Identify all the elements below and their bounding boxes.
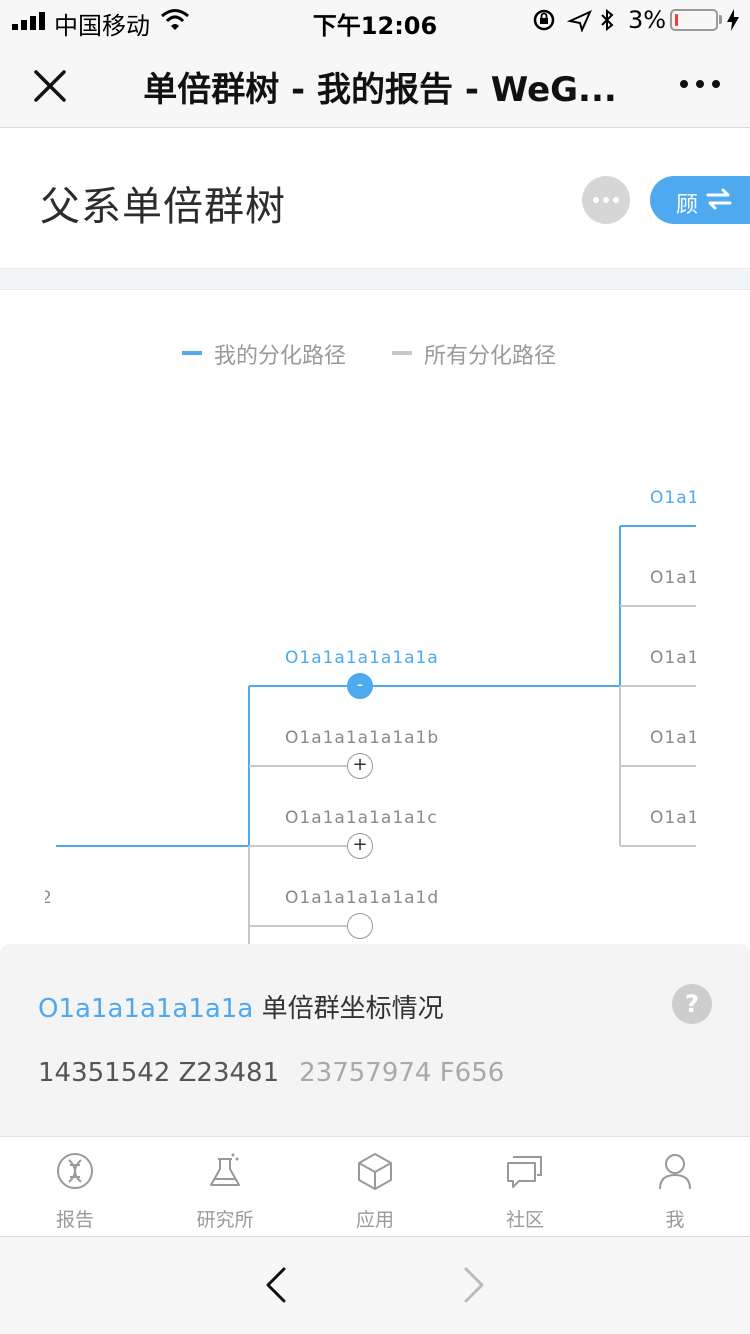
swap-arrows-icon bbox=[706, 188, 732, 210]
status-icons bbox=[533, 8, 614, 32]
page-title: 父系单倍群树 bbox=[40, 184, 286, 230]
tree-lines bbox=[56, 525, 700, 944]
advisor-label: 顾 bbox=[676, 193, 699, 218]
info-title-suffix: 单倍群坐标情况 bbox=[261, 994, 444, 1024]
battery-percent: 3% bbox=[628, 6, 667, 34]
browser-toolbar bbox=[0, 1236, 750, 1334]
dot bbox=[593, 197, 599, 203]
clock: 下午12:06 bbox=[312, 12, 438, 40]
tree-node-label-fragment: 2 bbox=[45, 888, 53, 908]
signal-icon bbox=[12, 12, 45, 30]
haplogroup-info-panel: O1a1a1a1a1a1a 单倍群坐标情况 ? 14351542 Z23481 2… bbox=[0, 944, 750, 1136]
dot bbox=[613, 197, 619, 203]
tree-child-label[interactable]: O1a1 bbox=[650, 488, 700, 508]
page-title-bar: 单倍群树 - 我的报告 - WeG... bbox=[143, 70, 617, 110]
tree-child-label[interactable]: O1a1 bbox=[650, 728, 700, 748]
bluetooth-icon bbox=[601, 8, 614, 32]
tree-node-label[interactable]: O1a1a1a1a1a1b bbox=[285, 728, 440, 748]
advisor-toggle-button[interactable]: 顾 bbox=[650, 176, 750, 224]
more-icon[interactable] bbox=[676, 70, 724, 98]
coordinates: 14351542 Z23481 23757974 F656 bbox=[38, 1058, 504, 1088]
coordinate-secondary: 23757974 F656 bbox=[299, 1058, 505, 1088]
close-icon[interactable] bbox=[28, 64, 72, 108]
wifi-icon bbox=[161, 9, 189, 30]
tree-child-label[interactable]: O1a1 bbox=[650, 808, 700, 828]
tab-report[interactable]: 报告 bbox=[0, 1137, 150, 1237]
collapse-button[interactable]: - bbox=[347, 673, 373, 699]
legend-swatch-all bbox=[392, 351, 412, 355]
legend-swatch-mine bbox=[182, 351, 202, 355]
leaf-node-marker[interactable] bbox=[347, 913, 373, 939]
haplogroup-tree[interactable]: 2 O1a1a1a1a1a1a - O1a1a1a1a1a1b + O1a1a1… bbox=[0, 290, 750, 944]
haplogroup-code[interactable]: O1a1a1a1a1a1a bbox=[38, 994, 254, 1024]
tree-node-label[interactable]: O1a1a1a1a1a1d bbox=[285, 888, 440, 908]
info-title: O1a1a1a1a1a1a 单倍群坐标情况 bbox=[38, 988, 444, 1025]
tab-apps[interactable]: 应用 bbox=[300, 1137, 450, 1237]
help-button[interactable]: ? bbox=[672, 984, 712, 1024]
tab-institute[interactable]: 研究所 bbox=[150, 1137, 300, 1237]
options-button[interactable] bbox=[582, 176, 630, 224]
flask-icon bbox=[210, 1153, 240, 1186]
person-icon bbox=[659, 1154, 691, 1190]
tree-clip-edge bbox=[696, 290, 750, 944]
status-bar: 中国移动 下午12:06 3% bbox=[0, 0, 750, 40]
legend-label-mine: 我的分化路径 bbox=[214, 344, 347, 369]
location-icon bbox=[566, 10, 592, 32]
tab-label: 报告 bbox=[55, 1209, 94, 1231]
tab-label: 社区 bbox=[505, 1209, 544, 1231]
dot bbox=[603, 197, 609, 203]
tab-me[interactable]: 我 bbox=[600, 1137, 750, 1237]
chevron-right-icon[interactable] bbox=[452, 1265, 492, 1305]
coordinate-primary: 14351542 Z23481 bbox=[38, 1058, 280, 1088]
dna-icon bbox=[57, 1153, 93, 1189]
carrier-name: 中国移动 bbox=[54, 12, 150, 40]
tree-child-label[interactable]: O1a1 bbox=[650, 648, 700, 668]
battery-icon bbox=[670, 9, 718, 31]
charging-bolt-icon bbox=[727, 9, 739, 31]
tab-bar: 报告 研究所 应用 社区 我 bbox=[0, 1136, 750, 1236]
tree-node-label[interactable]: O1a1a1a1a1a1c bbox=[285, 808, 438, 828]
legend-label-all: 所有分化路径 bbox=[424, 344, 557, 369]
tab-label: 研究所 bbox=[196, 1209, 254, 1231]
battery-level bbox=[675, 14, 678, 26]
battery-nub bbox=[719, 15, 722, 24]
chevron-left-icon[interactable] bbox=[258, 1265, 298, 1305]
tab-community[interactable]: 社区 bbox=[450, 1137, 600, 1237]
tree-child-label[interactable]: O1a1 bbox=[650, 568, 700, 588]
cube-icon bbox=[358, 1153, 392, 1190]
tab-label: 我 bbox=[665, 1209, 685, 1231]
tab-label: 应用 bbox=[355, 1209, 394, 1231]
expand-button[interactable]: + bbox=[347, 753, 373, 779]
page-header: 父系单倍群树 顾 bbox=[0, 128, 750, 268]
expand-button[interactable]: + bbox=[347, 833, 373, 859]
browser-nav-bar: 单倍群树 - 我的报告 - WeG... bbox=[0, 40, 750, 128]
chat-icon bbox=[507, 1156, 542, 1188]
tree-node-label[interactable]: O1a1a1a1a1a1a bbox=[285, 648, 439, 668]
section-divider bbox=[0, 268, 750, 290]
orientation-lock-icon bbox=[533, 9, 555, 31]
